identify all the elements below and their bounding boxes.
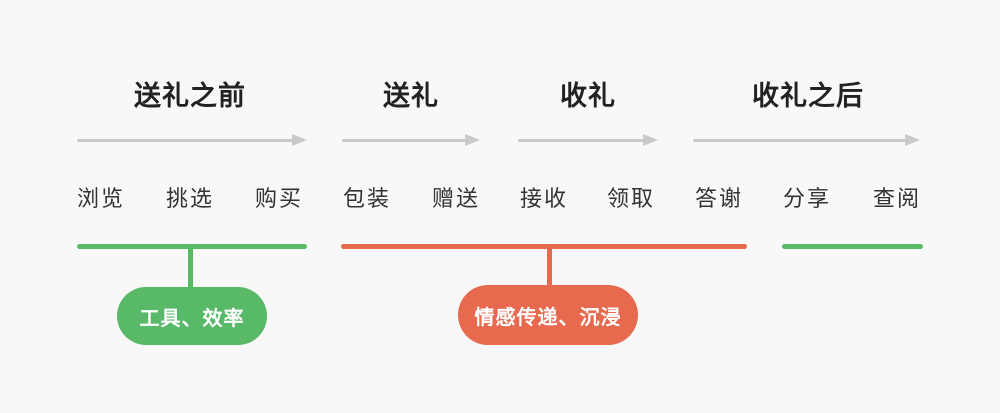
arrow-head-icon: [465, 134, 480, 146]
step-wrap: 包装: [342, 186, 392, 211]
arrow-shaft: [342, 139, 471, 142]
phase-title-post-receive: 收礼之后: [752, 81, 864, 111]
phase-title-gifting: 送礼: [383, 81, 439, 111]
flow-arrow-icon: [77, 133, 307, 147]
arrow-shaft: [693, 139, 911, 142]
connector-emotion-line: [547, 248, 552, 288]
badge-label: 情感传递、沉浸: [474, 306, 622, 329]
phase-title-receiving: 收礼: [560, 81, 616, 111]
badge-label: 工具、效率: [139, 307, 245, 330]
step-view: 查阅: [872, 186, 922, 211]
phase-title-pre-gift: 送礼之前: [134, 81, 246, 111]
step-give: 赠送: [431, 186, 481, 211]
step-pick: 挑选: [165, 186, 215, 211]
flow-arrow-icon: [342, 133, 480, 147]
arrow-head-icon: [905, 134, 920, 146]
flow-arrow-icon: [518, 133, 658, 147]
badge-tools-efficiency: 工具、效率: [117, 287, 267, 345]
underline-emotion-scope: [341, 244, 747, 249]
underline-post-scope: [782, 244, 923, 249]
step-share: 分享: [782, 186, 832, 211]
arrow-head-icon: [292, 134, 307, 146]
step-claim: 领取: [606, 186, 656, 211]
step-receive: 接收: [519, 186, 569, 211]
step-browse: 浏览: [76, 186, 126, 211]
step-purchase: 购买: [254, 186, 304, 211]
arrow-shaft: [518, 139, 649, 142]
arrow-head-icon: [643, 134, 658, 146]
step-thank: 答谢: [694, 186, 744, 211]
badge-emotion-immersion: 情感传递、沉浸: [458, 285, 638, 345]
underline-tools-scope: [77, 244, 307, 249]
flow-arrow-icon: [693, 133, 920, 147]
connector-tools-line: [188, 248, 193, 288]
arrow-shaft: [77, 139, 298, 142]
